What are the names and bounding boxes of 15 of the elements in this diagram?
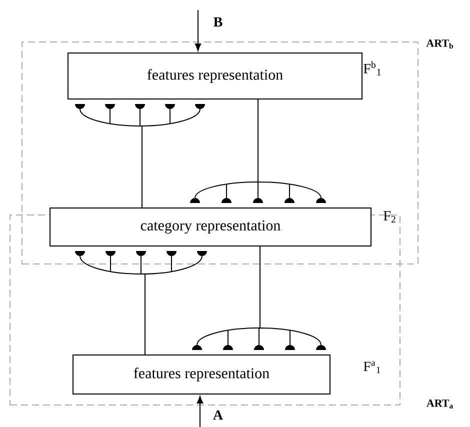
edge-label: B [214, 17, 222, 27]
module-label: ART$_{b}$ [426, 40, 453, 48]
synapse-connector [192, 246, 326, 350]
synapse-connector [75, 251, 207, 355]
layer-label: F$^{a}$1 [364, 361, 380, 374]
arrow [196, 396, 204, 427]
layer-box: features representation [72, 354, 330, 394]
synapse-connector [190, 99, 326, 203]
module-label: ART$_{a}$ [426, 400, 453, 408]
layer-box: features representation [68, 52, 362, 100]
edge-label: A [213, 410, 223, 420]
synapse-connector [75, 104, 205, 208]
layer-label: F$^{b}$1 [364, 61, 381, 76]
arrow [194, 10, 202, 51]
layer-label: F$_{2}$ [384, 211, 396, 223]
